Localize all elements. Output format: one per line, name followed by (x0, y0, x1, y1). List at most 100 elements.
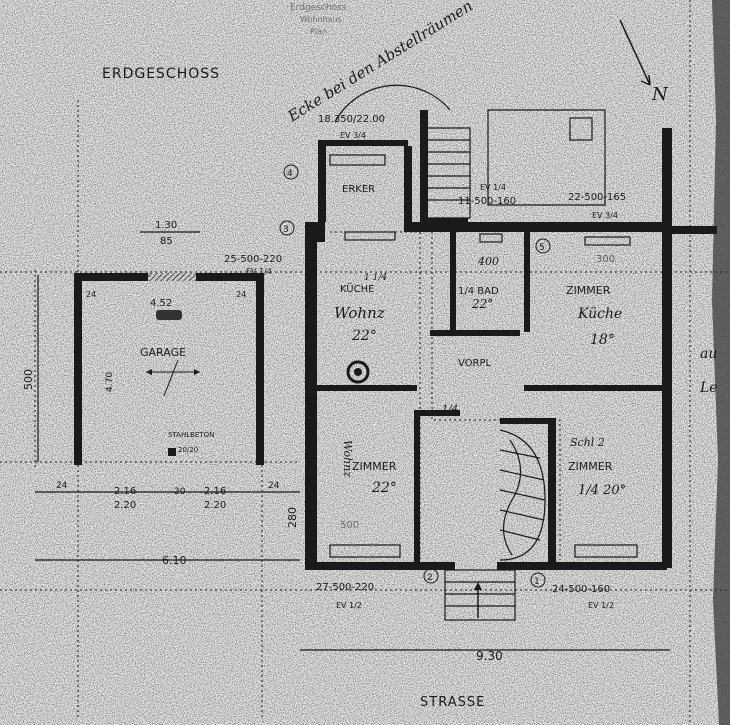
svg-text:ERKER: ERKER (342, 184, 375, 195)
svg-text:Wohnz: Wohnz (334, 304, 385, 322)
svg-text:24: 24 (236, 290, 246, 299)
svg-text:280: 280 (286, 507, 299, 528)
svg-text:Schl 2: Schl 2 (570, 436, 605, 449)
room-bay: ERKER (342, 184, 375, 195)
svg-text:24-500-160: 24-500-160 (552, 584, 610, 595)
svg-text:2.20: 2.20 (114, 500, 136, 511)
svg-text:1/4 BAD: 1/4 BAD (458, 286, 499, 297)
room-hall: VORPL 1/4 (442, 358, 492, 415)
svg-text:18.350/22.00: 18.350/22.00 (318, 114, 385, 125)
stamp: Erdgeschoss Wohnhaus Plan (290, 3, 347, 36)
room-bath: 1/4 BAD 22° 400 (458, 255, 499, 311)
svg-text:ZIMMER: ZIMMER (568, 460, 613, 473)
svg-text:1: 1 (534, 577, 540, 587)
window-spec-top-mid: EV 1/4 11-500-160 (458, 183, 516, 207)
svg-text:20: 20 (174, 487, 186, 497)
neighbour-building (487, 109, 606, 206)
svg-text:Wohnhaus: Wohnhaus (300, 15, 342, 24)
svg-text:Plan: Plan (310, 27, 327, 36)
svg-text:EV 1/4: EV 1/4 (246, 267, 272, 276)
svg-text:N: N (651, 84, 669, 105)
dimension-garage-depth: 500 (22, 275, 39, 462)
svg-text:1.30: 1.30 (155, 220, 177, 231)
svg-text:2.20: 2.20 (204, 500, 226, 511)
svg-text:EV 1/4: EV 1/4 (480, 183, 506, 192)
svg-text:20/20: 20/20 (178, 446, 198, 454)
svg-text:2: 2 (427, 573, 433, 583)
svg-text:Wohnz: Wohnz (341, 440, 354, 477)
svg-text:3: 3 (283, 225, 289, 235)
svg-text:4.52: 4.52 (150, 298, 172, 309)
svg-text:9.30: 9.30 (476, 649, 503, 663)
entrance-steps (444, 569, 516, 621)
north-arrow-icon: N (619, 19, 669, 105)
dimension-overall-width: 9.30 (300, 649, 670, 663)
staircase-top (334, 84, 471, 219)
heating-pipes (330, 231, 561, 560)
window-spec-top-right: 22-500-165 EV 3/4 (568, 192, 626, 220)
svg-text:11-500-160: 11-500-160 (458, 196, 516, 207)
svg-text:85: 85 (160, 236, 173, 247)
svg-text:27-500-220: 27-500-220 (316, 582, 374, 593)
svg-text:24: 24 (86, 290, 96, 299)
svg-text:24: 24 (56, 481, 68, 491)
svg-text:ZIMMER: ZIMMER (566, 284, 611, 297)
svg-text:Le: Le (699, 380, 718, 396)
garage: 4.52 GARAGE 4.70 STAHLBETON 20/20 24 24 (74, 273, 264, 465)
svg-text:EV 3/4: EV 3/4 (592, 211, 618, 220)
paper-edge (712, 0, 730, 725)
street-label: STRASSE (420, 695, 485, 710)
svg-text:2.16: 2.16 (114, 486, 136, 497)
room-left-bottom: ZIMMER 22° Wohnz 500 (340, 440, 397, 531)
svg-text:22°: 22° (471, 297, 493, 311)
house-walls (305, 110, 717, 570)
svg-text:au: au (700, 346, 717, 362)
dimension-bottom-segments: 24 2.16 2.20 20 2.16 2.20 24 (35, 481, 300, 511)
svg-text:1 1/4: 1 1/4 (364, 273, 387, 283)
svg-text:400: 400 (477, 255, 499, 268)
svg-text:22°: 22° (371, 480, 397, 496)
svg-text:EV 1/2: EV 1/2 (336, 601, 362, 610)
svg-text:Küche: Küche (577, 306, 622, 322)
svg-text:500: 500 (22, 369, 35, 390)
svg-text:5: 5 (539, 243, 545, 253)
svg-text:25-500-220: 25-500-220 (224, 254, 282, 265)
svg-text:2.16: 2.16 (204, 486, 226, 497)
svg-text:500: 500 (340, 520, 359, 531)
window-spec-4: 4 18.350/22.00 EV 3/4 (283, 114, 385, 180)
svg-text:ZIMMER: ZIMMER (352, 460, 397, 473)
svg-text:4: 4 (287, 169, 293, 179)
svg-text:4.70: 4.70 (105, 372, 115, 392)
svg-text:STAHLBETON: STAHLBETON (168, 431, 214, 439)
room-kitchen-living: KÜCHE Wohnz 22° 1 1/4 (334, 273, 387, 344)
svg-text:22°: 22° (351, 328, 377, 344)
svg-text:6.10: 6.10 (162, 554, 187, 567)
room-right-bottom: Schl 2 ZIMMER 1/4 20° (568, 436, 626, 498)
svg-text:18°: 18° (590, 332, 615, 348)
svg-text:EV 1/2: EV 1/2 (588, 601, 614, 610)
window-spec-1: 1 24-500-160 EV 1/2 (530, 572, 614, 610)
svg-text:GARAGE: GARAGE (140, 346, 186, 359)
window-spec-5: 5 (535, 238, 551, 254)
chimney-icon (346, 360, 370, 384)
room-right-top: ZIMMER Küche 18° 300 (566, 254, 622, 348)
svg-text:Erdgeschoss: Erdgeschoss (290, 3, 347, 13)
margin-marks: au Le (699, 346, 718, 396)
svg-text:VORPL: VORPL (458, 358, 492, 369)
svg-text:24: 24 (268, 481, 280, 491)
staircase-bottom (499, 429, 546, 561)
windows (329, 154, 638, 558)
window-spec-3: 3 25-500-220 EV 1/4 (224, 220, 295, 276)
dimension-garage-width: 6.10 (35, 554, 300, 567)
svg-text:EV 3/4: EV 3/4 (340, 131, 366, 140)
svg-text:KÜCHE: KÜCHE (340, 282, 374, 295)
floor-title: ERDGESCHOSS (102, 66, 220, 82)
dimension-top-offset: 1.30 85 (140, 220, 200, 247)
window-spec-2: 2 27-500-220 EV 1/2 (316, 568, 439, 610)
dimension-left-depth: 280 (286, 507, 299, 528)
svg-text:1/4: 1/4 (442, 404, 458, 415)
svg-text:22-500-165: 22-500-165 (568, 192, 626, 203)
